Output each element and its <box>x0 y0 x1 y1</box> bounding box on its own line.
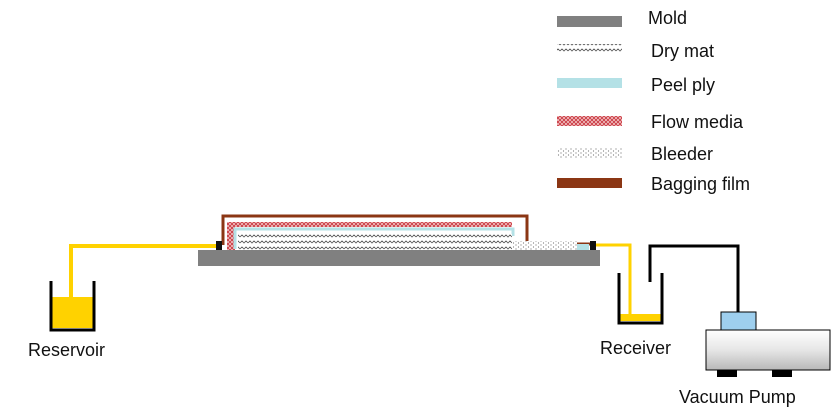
receiver-label: Receiver <box>600 338 671 358</box>
legend-swatch-mold <box>557 16 622 27</box>
outlet-line <box>596 243 632 316</box>
receiver: Receiver <box>600 273 671 358</box>
reservoir-label: Reservoir <box>28 340 105 360</box>
sealant-left <box>216 241 222 250</box>
legend-label-peel-ply: Peel ply <box>651 75 715 95</box>
pump-valve <box>720 311 757 332</box>
pump-foot-left <box>717 368 737 377</box>
legend: Mold Dry mat Peel ply Flow media Bleeder… <box>557 8 750 194</box>
bleeder <box>513 241 577 250</box>
resin-feed-line <box>69 244 216 298</box>
legend-swatch-dry-mat <box>557 44 622 54</box>
pump-body <box>705 329 831 371</box>
vacuum-pump: Vacuum Pump <box>679 311 831 407</box>
legend-label-bleeder: Bleeder <box>651 144 713 164</box>
legend-label-dry-mat: Dry mat <box>651 41 714 61</box>
reservoir-container <box>49 281 96 332</box>
flow-media <box>227 222 512 227</box>
legend-label-bagging-film: Bagging film <box>651 174 750 194</box>
vacuum-pump-label: Vacuum Pump <box>679 387 796 407</box>
sealant-right <box>590 241 596 250</box>
legend-swatch-bagging-film <box>557 178 622 188</box>
dry-mat <box>238 234 512 250</box>
mold <box>198 250 600 266</box>
legend-label-mold: Mold <box>648 8 687 28</box>
legend-swatch-bleeder <box>557 148 622 158</box>
legend-swatch-flow-media <box>557 116 622 126</box>
legend-swatch-peel-ply <box>557 78 622 88</box>
layup <box>198 214 600 266</box>
legend-label-flow-media: Flow media <box>651 112 744 132</box>
peel-ply-strip <box>577 244 589 250</box>
vacuum-line <box>648 244 740 314</box>
reservoir: Reservoir <box>28 281 105 360</box>
receiver-resin <box>619 314 661 321</box>
pump-foot-right <box>772 368 792 377</box>
reservoir-resin <box>51 297 94 328</box>
flow-media-side <box>227 222 235 250</box>
receiver-container <box>617 273 664 325</box>
peel-ply <box>233 227 515 249</box>
